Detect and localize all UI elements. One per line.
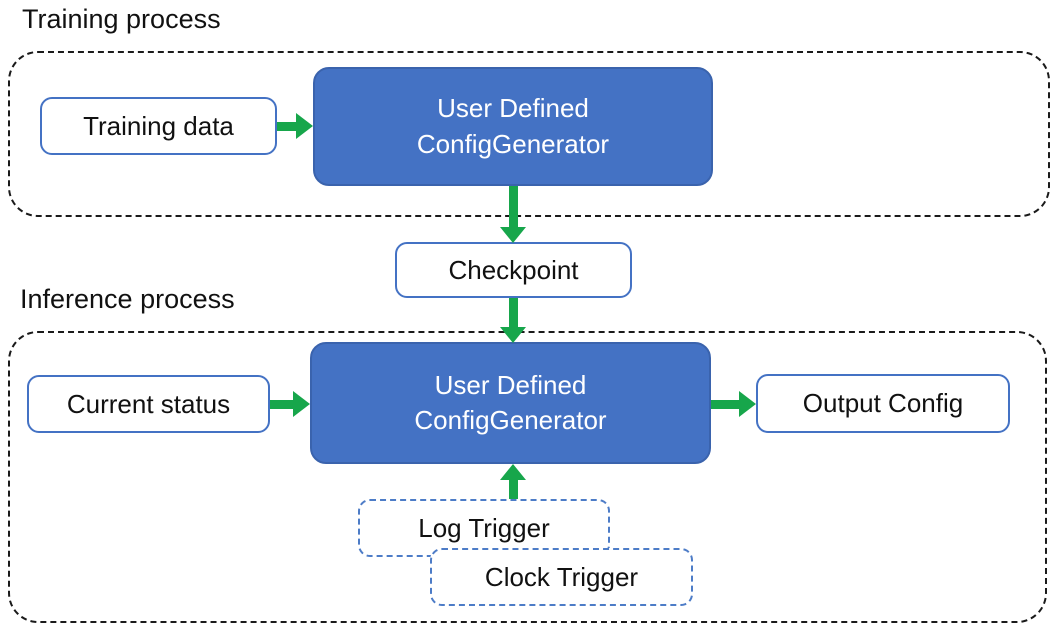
log-trigger-label: Log Trigger <box>418 512 550 543</box>
arrow-current-status-to-generator-icon <box>270 391 310 417</box>
current-status-label: Current status <box>66 388 231 419</box>
arrow-triggers-to-generator-icon <box>500 464 526 500</box>
arrow-checkpoint-to-generator-icon <box>500 298 526 343</box>
config-generator-training-line2: ConfigGenerator <box>416 128 610 159</box>
arrow-head <box>739 391 756 417</box>
arrow-head <box>293 391 310 417</box>
training-data-box: Training data <box>40 97 277 155</box>
config-generator-inference-line2: ConfigGenerator <box>414 405 607 435</box>
config-generator-inference-line1: User Defined <box>434 369 587 400</box>
training-process-label: Training process <box>22 4 221 34</box>
arrow-generator-to-output-config-icon <box>711 391 756 417</box>
output-config-label: Output Config <box>802 388 964 418</box>
arrow-training-data-to-generator-icon <box>277 113 313 139</box>
arrow-head <box>500 464 526 480</box>
log-trigger-box: Log Trigger <box>358 499 610 557</box>
arrow-head <box>500 227 526 243</box>
config-generator-inference-box: User Defined ConfigGenerator <box>310 342 711 464</box>
arrow-shaft <box>711 399 739 409</box>
arrow-shaft <box>508 298 518 327</box>
current-status-box: Current status <box>27 375 270 433</box>
arrow-shaft <box>508 186 518 227</box>
training-process-container <box>8 51 1050 217</box>
checkpoint-label: Checkpoint <box>448 254 579 285</box>
inference-process-label: Inference process <box>20 284 235 314</box>
config-generator-training-box: User Defined ConfigGenerator <box>313 67 713 186</box>
arrow-shaft <box>508 480 518 500</box>
arrow-head <box>296 113 313 139</box>
checkpoint-box: Checkpoint <box>395 242 632 298</box>
output-config-box: Output Config <box>756 374 1010 433</box>
arrow-head <box>500 327 526 343</box>
clock-trigger-box: Clock Trigger <box>430 548 693 606</box>
clock-trigger-label: Clock Trigger <box>484 561 639 592</box>
arrow-shaft <box>270 399 293 409</box>
inference-process-container <box>8 331 1047 623</box>
config-generator-training-line1: User Defined <box>437 93 589 124</box>
arrow-shaft <box>277 121 296 131</box>
arrow-generator-to-checkpoint-icon <box>500 186 526 243</box>
training-data-label: Training data <box>83 110 234 141</box>
